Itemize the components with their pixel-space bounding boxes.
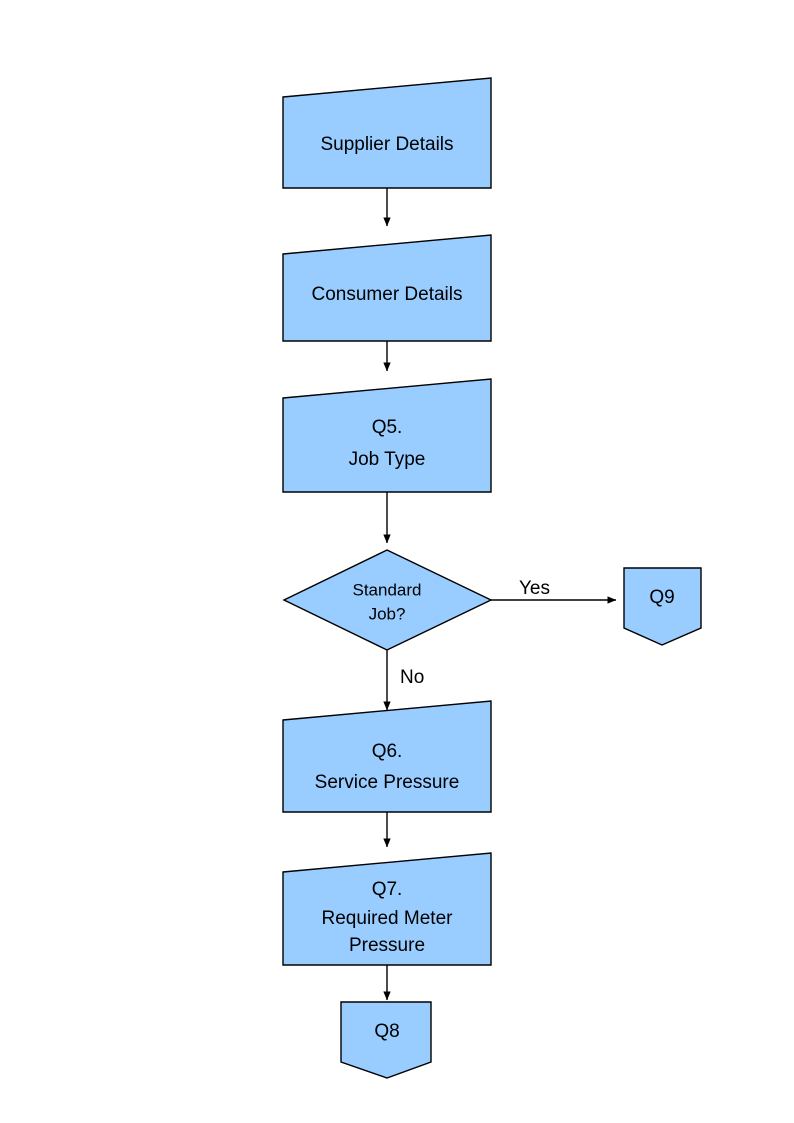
edge-label-no: No: [400, 667, 424, 688]
q6-service-pressure-label-line-2: Service Pressure: [315, 772, 460, 793]
q5-job-type-shape[interactable]: [282, 378, 492, 493]
q6-service-pressure-label-line-1: Q6.: [372, 741, 403, 762]
q7-required-meter-pressure-label-line-2: Required Meter: [322, 908, 454, 929]
q7-required-meter-pressure-label-line-1: Q7.: [372, 879, 403, 900]
q8-shape[interactable]: [340, 1001, 432, 1079]
q7-required-meter-pressure-label-line-3: Pressure: [349, 935, 425, 956]
node-supplier-details[interactable]: Supplier Details: [282, 77, 492, 189]
q6-service-pressure-shape[interactable]: [282, 700, 492, 813]
node-q7-required-meter-pressure[interactable]: Q7. Required Meter Pressure: [282, 852, 492, 966]
q9-label: Q9: [649, 587, 674, 608]
node-q5-job-type[interactable]: Q5. Job Type: [282, 378, 492, 493]
edge-label-yes: Yes: [519, 578, 550, 599]
q7-required-meter-pressure-shape[interactable]: [282, 852, 492, 966]
q5-job-type-label-line-2: Job Type: [349, 449, 426, 470]
q9-shape[interactable]: [623, 567, 702, 646]
node-q6-service-pressure[interactable]: Q6. Service Pressure: [282, 700, 492, 813]
node-q8[interactable]: Q8: [340, 1001, 432, 1079]
q8-label: Q8: [374, 1021, 399, 1042]
node-consumer-details[interactable]: Consumer Details: [282, 234, 492, 342]
supplier-details-label-line-1: Supplier Details: [320, 134, 453, 155]
node-standard-job-decision[interactable]: Standard Job?: [282, 549, 493, 651]
consumer-details-shape[interactable]: [282, 234, 492, 342]
standard-job-decision-label-line-1: Standard: [353, 580, 422, 599]
standard-job-decision-label-line-2: Job?: [369, 604, 406, 623]
consumer-details-label-line-1: Consumer Details: [312, 284, 463, 305]
q5-job-type-label-line-1: Q5.: [372, 417, 403, 438]
standard-job-decision-shape[interactable]: [282, 549, 493, 651]
node-q9[interactable]: Q9: [623, 567, 702, 646]
supplier-details-shape[interactable]: [282, 77, 492, 189]
